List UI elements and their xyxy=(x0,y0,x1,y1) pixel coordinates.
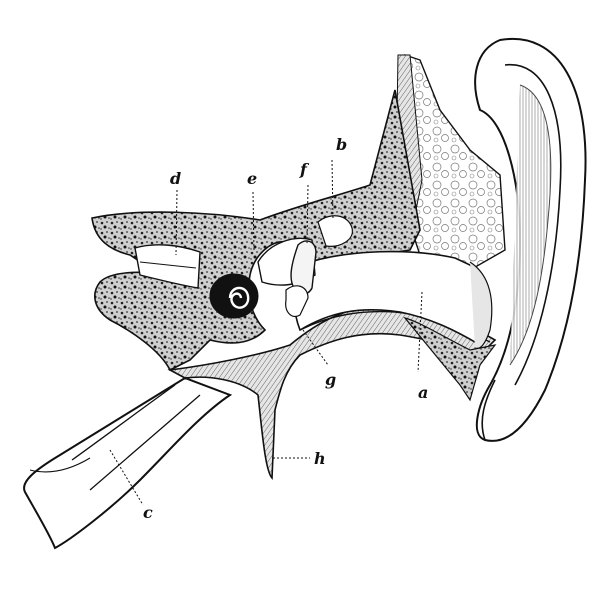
leader-c xyxy=(109,449,144,506)
eustachian-tube xyxy=(23,376,233,550)
label-g: g xyxy=(325,370,336,389)
internal-canal xyxy=(134,244,201,289)
label-e: e xyxy=(247,169,257,188)
label-a: a xyxy=(418,383,428,402)
leader-lines xyxy=(109,159,423,506)
label-b: b xyxy=(336,135,347,154)
label-d: d xyxy=(170,169,181,188)
leader-a xyxy=(417,291,423,373)
label-h: h xyxy=(314,449,326,468)
label-c: c xyxy=(143,503,153,522)
tympanic-membrane xyxy=(403,316,497,402)
ossicles xyxy=(285,240,317,318)
external-auditory-canal xyxy=(294,250,493,350)
leader-d xyxy=(175,189,178,256)
cochlea xyxy=(209,273,259,319)
auricle xyxy=(474,37,587,442)
label-f: f xyxy=(299,160,310,179)
tympanic-cavity xyxy=(317,215,353,247)
leader-g xyxy=(302,329,329,366)
